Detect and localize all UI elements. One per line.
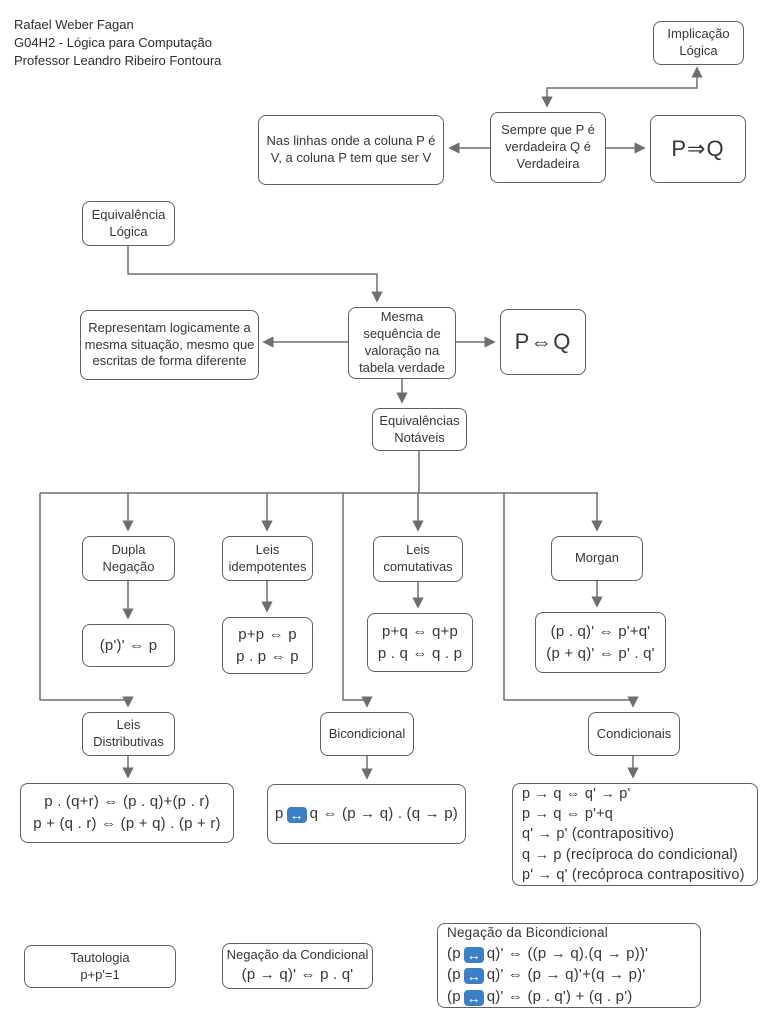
node-leis-idempotentes: Leis idempotentes (222, 536, 313, 581)
node-morgan-formula: (p . q)' ⇔ p'+q' (p + q)' ⇔ p' . q' (535, 612, 666, 673)
node-morgan: Morgan (551, 536, 643, 581)
node-bicondicional: Bicondicional (320, 712, 414, 756)
negacao-bicondicional-title: Negação da Bicondicional (447, 925, 608, 941)
author-name: Rafael Weber Fagan (14, 17, 134, 32)
node-p-equivale-q: P⇔Q (500, 309, 586, 375)
node-p-implica-q: P⇒Q (650, 115, 746, 183)
node-idempotentes-formula: p+p ⇔ p p . p ⇔ p (222, 617, 313, 674)
node-negacao-condicional: Negação da Condicional (p → q)' ⇔ p . q' (222, 943, 373, 989)
node-comutativas-formula: p+q ⇔ q+p p . q ⇔ q . p (367, 613, 473, 672)
connector-bus-bicondicional (342, 493, 373, 708)
node-tautologia: Tautologia p+p'=1 (24, 945, 176, 988)
node-mesma-sequencia: Mesma sequência de valoração na tabela v… (348, 307, 456, 379)
node-equivalencias-notaveis: Equivalências Notáveis (372, 408, 467, 451)
node-dupla-negacao: Dupla Negação (82, 536, 175, 581)
node-dupla-negacao-formula: (p')' ⇔ p (82, 624, 175, 667)
connector-bus-distributivas (39, 493, 134, 708)
biconditional-arrow-icon: ↔ (463, 990, 484, 1007)
node-distributivas-formula: p . (q+r) ⇔ (p . q)+(p . r) p + (q . r) … (20, 783, 234, 843)
node-condicionais: Condicionais (588, 712, 680, 756)
node-condicionais-formula: p → q ⇔ q' → p' p → q ⇔ p'+q q' → p' (co… (512, 783, 758, 886)
node-equivalencia-logica: Equivalência Lógica (82, 201, 175, 246)
node-nas-linhas: Nas linhas onde a coluna P é V, a coluna… (258, 115, 444, 185)
connector-implicacao-sempre (541, 66, 703, 108)
connector-equivalencia-mesma (127, 246, 383, 303)
node-bicondicional-formula: p↔q ⇔ (p → q) . (q → p) (267, 784, 466, 844)
node-leis-comutativas: Leis comutativas (373, 536, 463, 582)
node-sempre-que-p: Sempre que P é verdadeira Q é Verdadeira (490, 112, 606, 183)
node-negacao-bicondicional: Negação da Bicondicional (p↔q)' ⇔ ((p → … (437, 923, 701, 1008)
node-implicacao-logica: Implicação Lógica (653, 21, 744, 65)
node-leis-distributivas: Leis Distributivas (82, 712, 175, 756)
biconditional-arrow-icon: ↔ (286, 807, 307, 824)
node-representam: Representam logicamente a mesma situação… (80, 310, 259, 380)
biconditional-arrow-icon: ↔ (463, 946, 484, 963)
course-title: G04H2 - Lógica para Computação (14, 35, 213, 51)
professor-name: Professor Leandro Ribeiro Fontoura (14, 53, 222, 69)
document-header: Rafael Weber Fagan G04H2 - Lógica para C… (14, 16, 221, 71)
connector-bus-condicionais (503, 493, 639, 708)
biconditional-arrow-icon: ↔ (463, 968, 484, 985)
